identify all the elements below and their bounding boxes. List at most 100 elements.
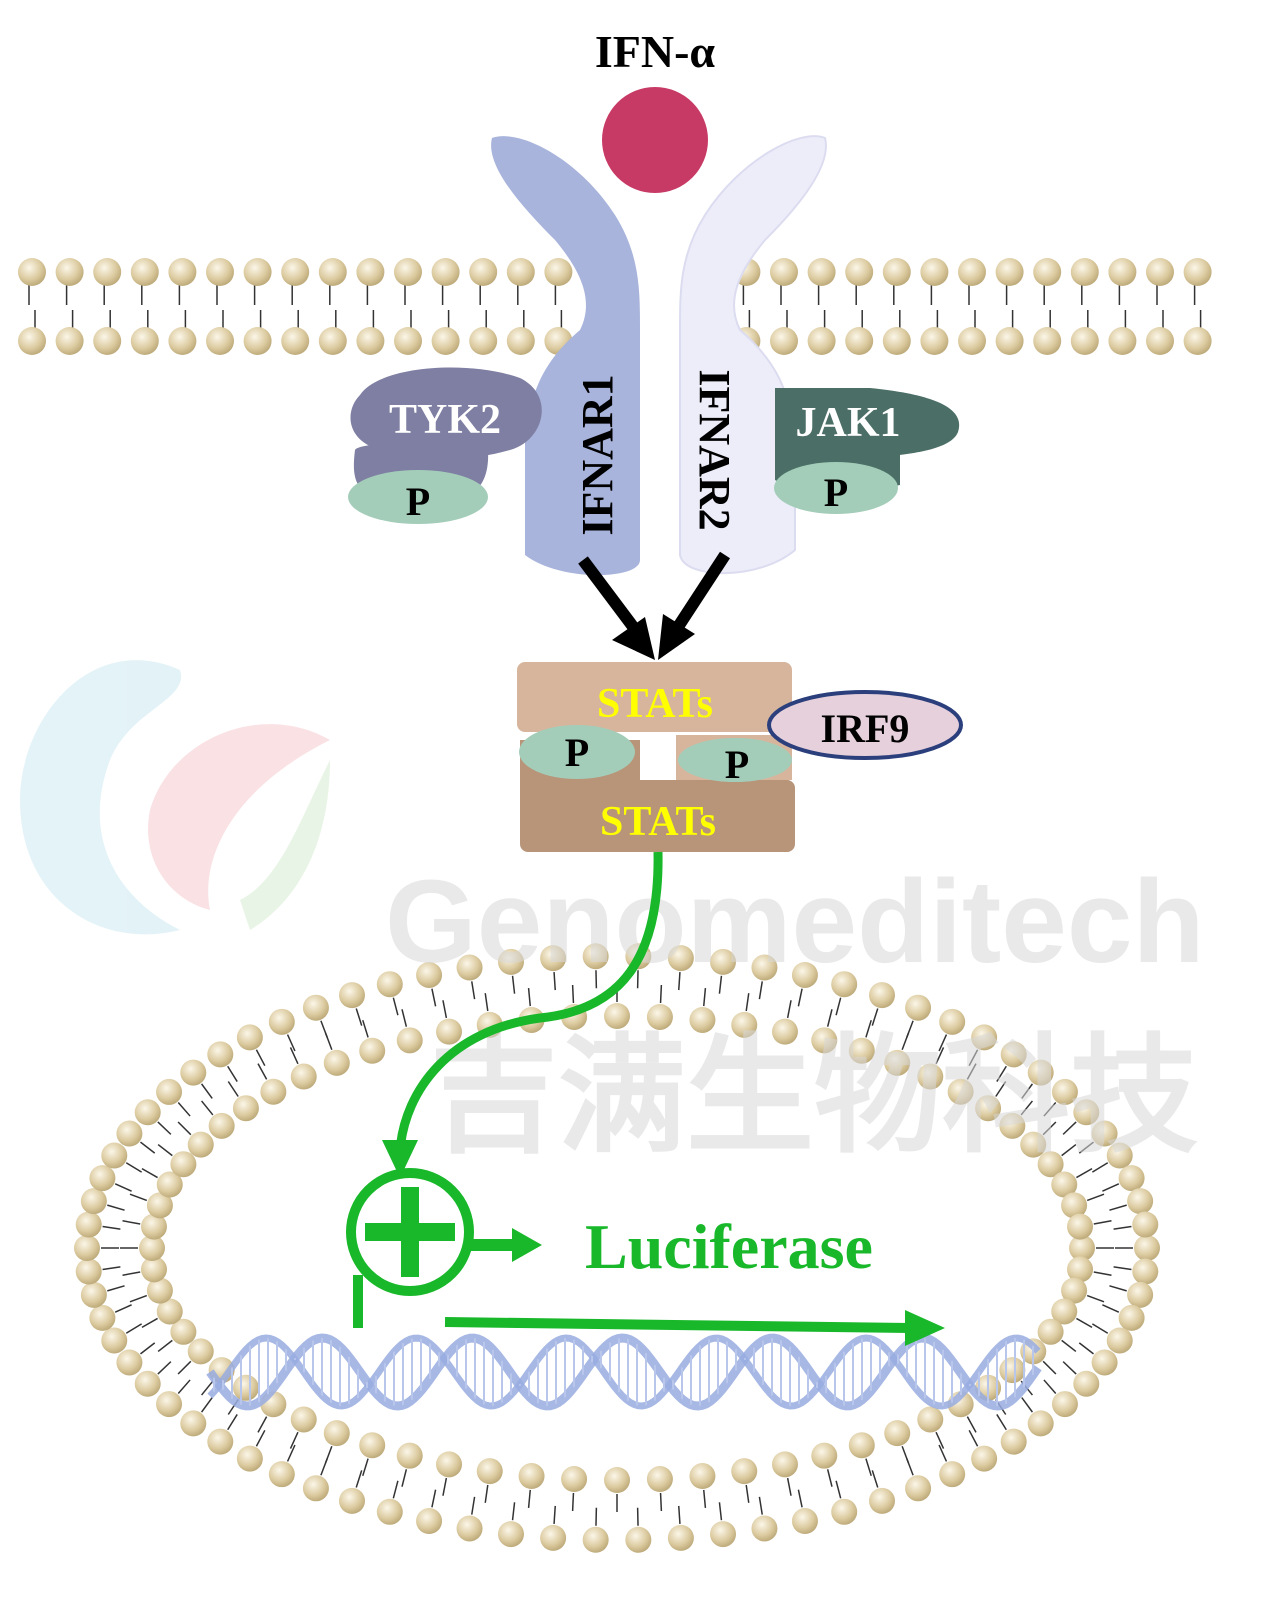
lipid-tail [935, 1431, 945, 1449]
lipid-head [905, 994, 932, 1021]
lipid-head [356, 258, 385, 286]
lipid-head [456, 1515, 483, 1542]
lipid-head [1134, 1235, 1160, 1261]
lipid-head [731, 1011, 758, 1038]
lipid-head [1000, 1428, 1027, 1455]
lipid-tail [1078, 1141, 1094, 1154]
stats-top [517, 662, 792, 732]
lipid-head [1106, 1327, 1133, 1354]
lipid-head [469, 258, 498, 286]
lipid-head [917, 1406, 944, 1433]
lipid-head [376, 971, 403, 998]
lipid-head [807, 327, 836, 355]
lipid-tail [125, 1162, 143, 1173]
promoter-plus-circle [346, 1168, 474, 1296]
lipid-tail [871, 1470, 879, 1488]
lipid-head [646, 1003, 673, 1030]
lipid-head [1118, 1304, 1145, 1331]
watermark-chinese: 吉满生物科技 [430, 1025, 1198, 1168]
lipid-tail [1086, 1294, 1105, 1303]
lipid-tail [324, 1445, 333, 1464]
lipid-tail [157, 1361, 172, 1375]
lipid-head [1073, 1099, 1100, 1126]
lipid-head [995, 327, 1024, 355]
lipid-tail [745, 993, 750, 1012]
lipid-tail [122, 1220, 141, 1225]
lipid-tail [255, 1429, 266, 1447]
lipid-head [1037, 1318, 1064, 1345]
lipid-head [1051, 1298, 1078, 1325]
lipid-head [811, 1027, 838, 1054]
lipid-head [1091, 1349, 1118, 1376]
lipid-head [116, 1349, 143, 1376]
lipid-head [1127, 1188, 1154, 1215]
lipid-tail [177, 1379, 191, 1395]
lipid-head [232, 1374, 259, 1401]
lipid-head [958, 327, 986, 355]
lipid-tail [678, 1505, 681, 1524]
lipid-head [431, 258, 460, 286]
lipid-head [243, 327, 272, 355]
lipid-head [1051, 1391, 1078, 1418]
lipid-head [394, 258, 422, 286]
lipid-head [710, 948, 737, 975]
lipid-tail [177, 1360, 192, 1375]
lipid-tail [901, 1445, 910, 1464]
lipid-tail [995, 1081, 1007, 1097]
lipid-head [1037, 1151, 1064, 1178]
lipid-head [376, 1498, 403, 1525]
lipid-tail [431, 1489, 437, 1508]
lipid-head [101, 1142, 128, 1169]
lipid-tail [996, 1414, 1007, 1431]
stats-phospho-1 [519, 725, 635, 779]
lipid-tail [865, 1458, 872, 1477]
lipid-head [302, 1475, 329, 1502]
lipid-head [93, 327, 122, 355]
dna-helix [206, 1333, 1042, 1411]
lipid-tail [826, 1009, 833, 1027]
lipid-head [318, 327, 347, 355]
lipid-tail [362, 1458, 369, 1477]
lipid-tail [324, 1032, 333, 1051]
lipid-head [1033, 327, 1062, 355]
lipid-head [80, 1281, 107, 1308]
lipid-tail [1076, 1168, 1093, 1179]
lipid-head [134, 1370, 161, 1397]
lipid-tail [966, 1063, 977, 1080]
lipid-head [93, 258, 122, 286]
lipid-head [497, 948, 524, 975]
lipid-head [848, 1037, 875, 1064]
watermark [20, 660, 330, 935]
lipid-tail [1021, 1397, 1034, 1413]
lipid-head [1061, 1277, 1088, 1304]
lipid-head [848, 1432, 875, 1459]
lipid-head [139, 1235, 165, 1261]
lipid-tail [289, 1047, 299, 1065]
lipid-tail [1043, 1101, 1057, 1117]
lipid-head [1051, 1078, 1078, 1105]
lipid-head [791, 1508, 818, 1535]
lipid-head [540, 1524, 567, 1551]
lipid-tail [392, 1480, 399, 1499]
lipid-head [1108, 327, 1137, 355]
lipid-head [140, 1213, 167, 1240]
watermark-text: 吉满生物科技 Genomeditech [385, 856, 1205, 1168]
lipid-head [751, 954, 778, 981]
lipid-head [1000, 1041, 1027, 1068]
lipid-head [582, 943, 609, 970]
lipid-head [975, 1095, 1002, 1122]
stats-dimer: STATs STATs P P [517, 662, 795, 852]
lipid-head [506, 327, 535, 355]
lipid-head [55, 258, 84, 286]
lipid-head [232, 1095, 259, 1122]
lipid-head [884, 1049, 911, 1076]
lipid-tail [935, 1047, 945, 1065]
promoter-arrowhead [512, 1228, 542, 1262]
lipid-head [845, 327, 874, 355]
stats-phospho-2-label: P [725, 742, 749, 787]
stats-top-label: STATs [597, 681, 713, 727]
tyk2-label: TYK2 [389, 397, 501, 443]
nuclear-membrane [74, 943, 1160, 1553]
lipid-tail [1113, 1225, 1132, 1230]
